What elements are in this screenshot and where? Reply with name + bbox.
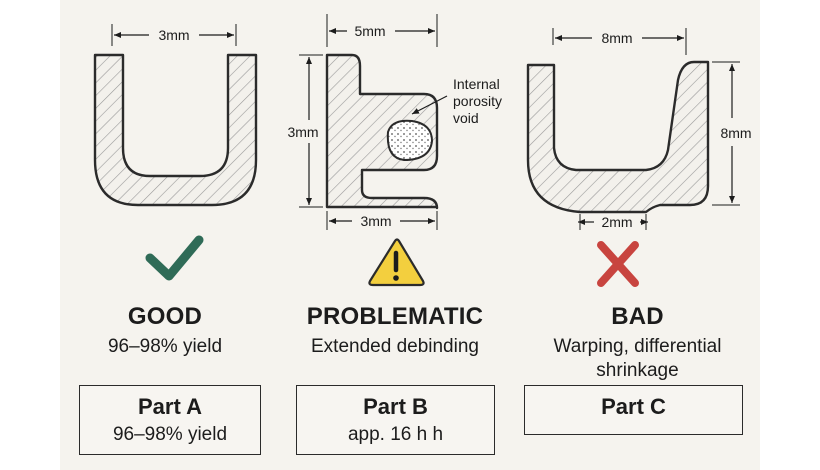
part-c-drawing: 8mm 8mm 2mm	[526, 28, 752, 230]
part-c-card: Part C	[524, 385, 743, 435]
part-c-column: BAD Warping, differential shrinkage Part…	[515, 0, 760, 470]
part-a-verdict: GOOD	[127, 303, 203, 330]
part-b-card: Part B app. 16 h h	[296, 385, 495, 455]
part-b-card-title: Part B	[363, 394, 428, 419]
part-c-width-label: 8mm	[601, 30, 632, 46]
cross-icon	[597, 241, 639, 287]
part-b-column: PROBLEMATIC Extended debinding Part B ap…	[275, 0, 515, 470]
part-c-card-title: Part C	[601, 394, 666, 419]
part-b-card-subtitle: app. 16 h h	[347, 424, 444, 445]
check-icon	[145, 235, 204, 281]
part-b-width-label: 5mm	[354, 23, 385, 39]
part-a-description: 96–98% yield	[107, 336, 223, 357]
part-c-verdict: BAD	[611, 303, 664, 330]
part-a-drawing: 3mm	[93, 24, 258, 207]
part-a-card-title: Part A	[138, 394, 202, 419]
part-a-width-label: 3mm	[158, 27, 189, 43]
warning-icon	[368, 238, 425, 287]
part-b-description: Extended debinding	[311, 336, 479, 357]
part-c-height-label: 8mm	[720, 125, 751, 141]
void-label-line-1: Internal	[453, 76, 500, 92]
part-c-description-line-2: shrinkage	[596, 360, 679, 381]
part-b-drawing: 5mm 3mm 3mm Internal porosity void	[287, 14, 502, 230]
part-b-verdict: PROBLEMATIC	[306, 303, 484, 330]
part-b-bottom-label: 3mm	[360, 213, 391, 229]
part-a-card: Part A 96–98% yield	[79, 385, 261, 455]
part-c-bottom-label: 2mm	[601, 214, 632, 230]
part-c-description-line-1: Warping, differential	[553, 336, 722, 357]
part-a-card-subtitle: 96–98% yield	[112, 424, 228, 445]
part-a-column: GOOD 96–98% yield Part A 96–98% yield	[60, 0, 270, 470]
void-label-line-3: void	[453, 110, 479, 126]
porosity-void	[386, 119, 434, 162]
part-b-height-label: 3mm	[287, 124, 318, 140]
void-label-line-2: porosity	[453, 93, 502, 109]
